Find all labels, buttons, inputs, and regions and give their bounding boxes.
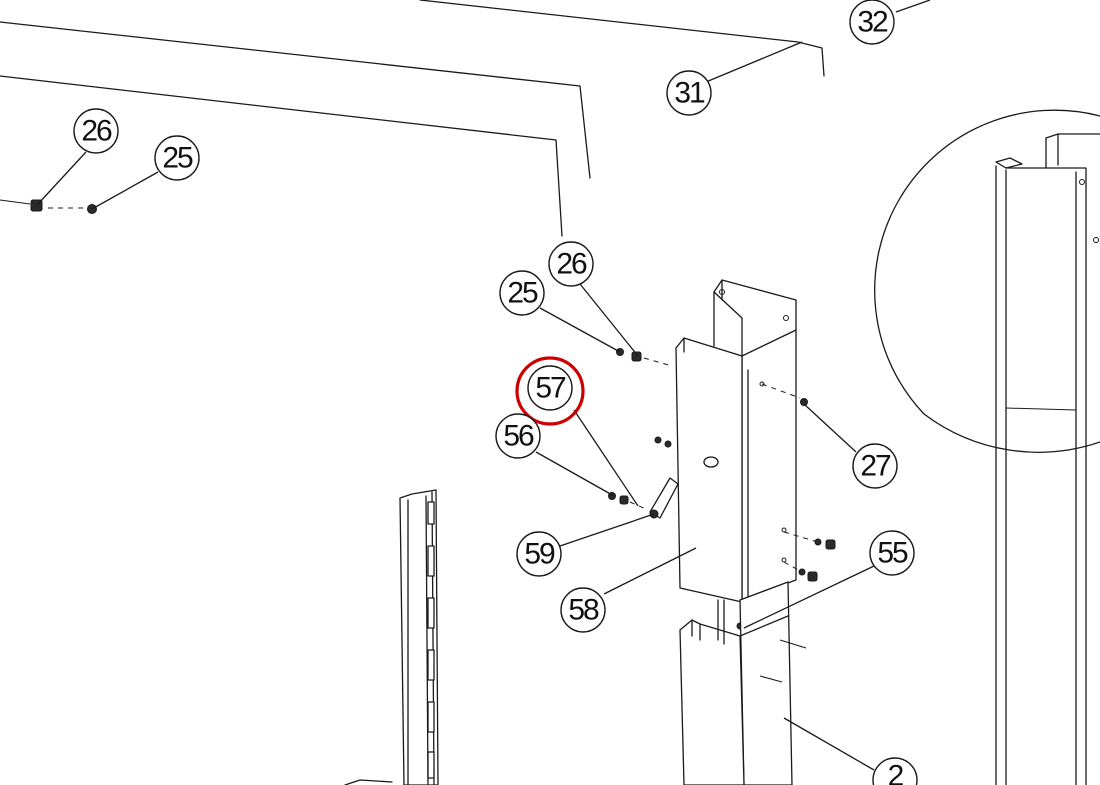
bracket-top-bolts <box>616 348 808 406</box>
callout-55: 55 <box>869 530 915 576</box>
svg-text:31: 31 <box>674 77 705 110</box>
callout-27: 27 <box>852 443 898 489</box>
top-rail-outer <box>0 0 825 179</box>
callout-59: 59 <box>516 531 562 577</box>
detail-circle <box>874 109 1100 785</box>
svg-text:27: 27 <box>860 450 891 483</box>
svg-text:26: 26 <box>556 248 587 281</box>
svg-text:58: 58 <box>568 594 599 627</box>
svg-text:25: 25 <box>507 277 538 310</box>
leader-lines <box>37 0 931 771</box>
callout-26-right: 26 <box>548 241 594 287</box>
callout-31: 31 <box>666 70 712 116</box>
callout-2: 2 <box>872 757 918 785</box>
top-rail-inner <box>0 75 563 237</box>
callout-57: 57 <box>527 365 573 411</box>
svg-text:25: 25 <box>162 142 193 175</box>
svg-text:59: 59 <box>524 538 555 571</box>
callout-26-left: 26 <box>73 108 119 154</box>
svg-text:2: 2 <box>888 760 904 785</box>
svg-text:55: 55 <box>877 537 908 570</box>
upper-post-bracket <box>675 279 797 603</box>
callout-58: 58 <box>560 587 606 633</box>
callout-32: 32 <box>849 0 895 45</box>
lower-post <box>679 581 807 785</box>
left-bolt-hardware <box>0 199 97 214</box>
slotted-rail <box>344 489 439 785</box>
callout-25-right: 25 <box>499 270 545 316</box>
callout-57-highlight-ring <box>515 356 585 426</box>
svg-text:56: 56 <box>503 420 534 453</box>
svg-text:26: 26 <box>81 115 112 148</box>
callout-56: 56 <box>495 413 541 459</box>
callout-25-left: 25 <box>154 135 200 181</box>
bracket-strap <box>649 477 679 519</box>
svg-text:57: 57 <box>535 372 566 405</box>
svg-text:32: 32 <box>857 6 888 39</box>
